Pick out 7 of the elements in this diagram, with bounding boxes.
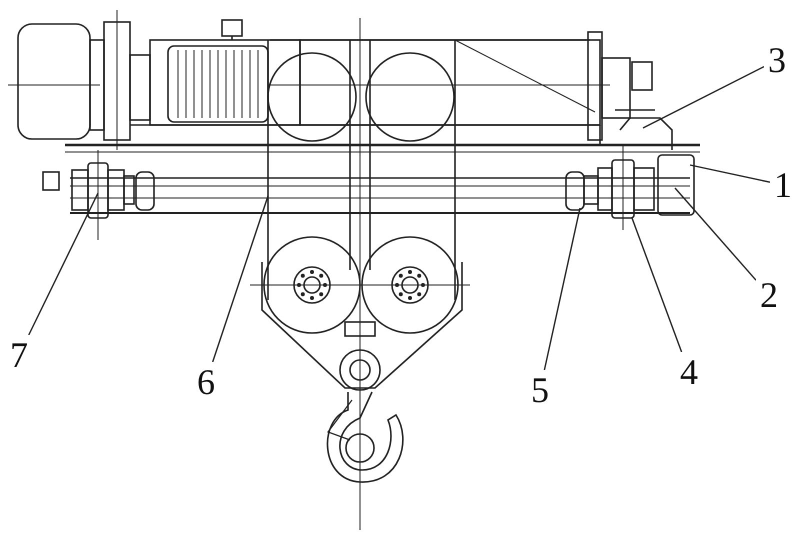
leader-line [544, 208, 581, 370]
leader-line [28, 192, 99, 336]
leader-line [631, 218, 682, 352]
leader-line [642, 66, 764, 129]
leader-line [674, 188, 757, 281]
leader-line [212, 196, 269, 362]
leader-line [690, 164, 770, 183]
